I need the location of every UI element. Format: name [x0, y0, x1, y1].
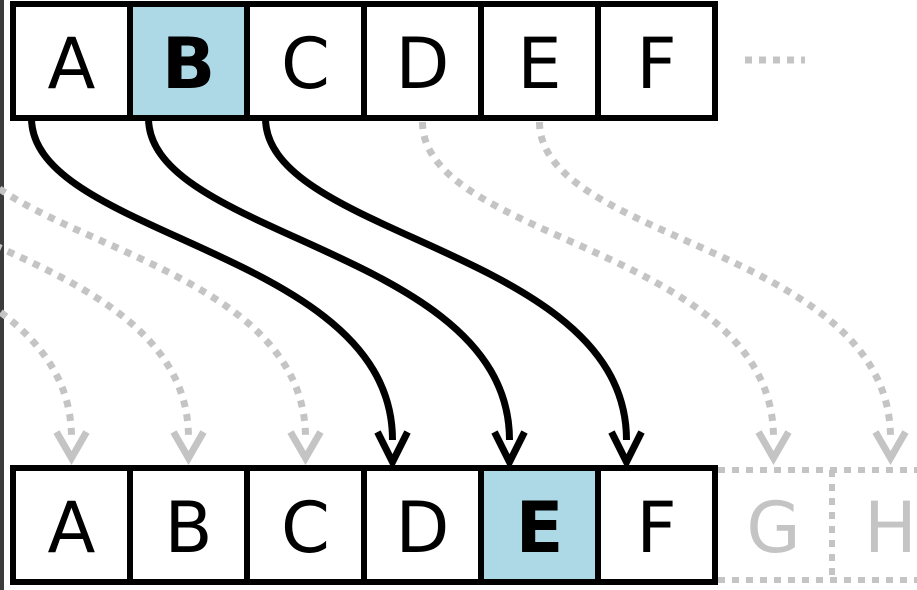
top-cell-box	[10, 1, 133, 121]
ghost-arrows-layer	[0, 121, 909, 466]
shift-arrow-head	[491, 430, 528, 470]
ghost-cell-letter: H	[864, 487, 917, 569]
bottom-cell-a: A	[10, 465, 133, 585]
top-cell-letter: D	[396, 23, 450, 105]
bottom-cell-letter: D	[396, 487, 450, 569]
bottom-cell-box	[361, 465, 484, 585]
ghost-arrow	[419, 121, 777, 439]
ghost-arrow-head	[755, 430, 792, 466]
top-cell-letter: E	[517, 23, 561, 105]
ghost-cell-g: G	[746, 487, 800, 569]
ghost-cell-letter: G	[746, 487, 800, 569]
bottom-cell-box	[478, 465, 601, 585]
bottom-cell-box	[244, 465, 367, 585]
bottom-cell-letter: F	[636, 487, 676, 569]
top-cell-a: A	[10, 1, 133, 121]
ghost-arrow	[0, 184, 309, 439]
top-cell-c: C	[244, 1, 367, 121]
top-cell-box	[127, 1, 250, 121]
bottom-cell-box	[10, 465, 133, 585]
ghost-arrow-head	[872, 430, 909, 466]
ghost-arrow-head	[287, 430, 324, 466]
ghost-arrow	[0, 244, 192, 439]
top-cell-letter: C	[281, 23, 330, 105]
top-cell-letter: B	[162, 23, 215, 105]
shift-arrow-head	[608, 430, 645, 470]
bottom-cell-d: D	[361, 465, 484, 585]
bottom-cell-letter: B	[164, 487, 212, 569]
bottom-cell-e: E	[478, 465, 601, 585]
ghost-arrow-head	[53, 430, 90, 466]
ghost-arrow-head	[170, 430, 207, 466]
ghost-arrow	[536, 121, 894, 439]
ghost-arrow	[0, 307, 75, 439]
bottom-cell-f: F	[595, 465, 718, 585]
shift-arrow-head	[374, 430, 411, 470]
bottom-cell-box	[595, 465, 718, 585]
bottom-cell-letter: A	[48, 487, 96, 569]
top-cell-b: B	[127, 1, 250, 121]
shift-arrow	[145, 117, 513, 441]
shift-arrow	[262, 117, 630, 441]
top-cell-box	[595, 1, 718, 121]
bottom-cell-letter: E	[516, 487, 564, 569]
left-edge-strip	[0, 0, 4, 590]
top-cell-box	[478, 1, 601, 121]
ghost-cell-h: H	[829, 470, 917, 580]
top-cell-e: E	[478, 1, 601, 121]
top-cell-letter: F	[636, 23, 676, 105]
bottom-cell-c: C	[244, 465, 367, 585]
top-cell-letter: A	[48, 23, 96, 105]
top-cell-box	[361, 1, 484, 121]
shift-arrow	[28, 117, 396, 441]
top-cell-d: D	[361, 1, 484, 121]
top-cell-f: F	[595, 1, 718, 121]
bottom-cell-b: B	[127, 465, 250, 585]
bottom-cell-letter: C	[281, 487, 330, 569]
shift-arrows-layer	[28, 117, 645, 470]
